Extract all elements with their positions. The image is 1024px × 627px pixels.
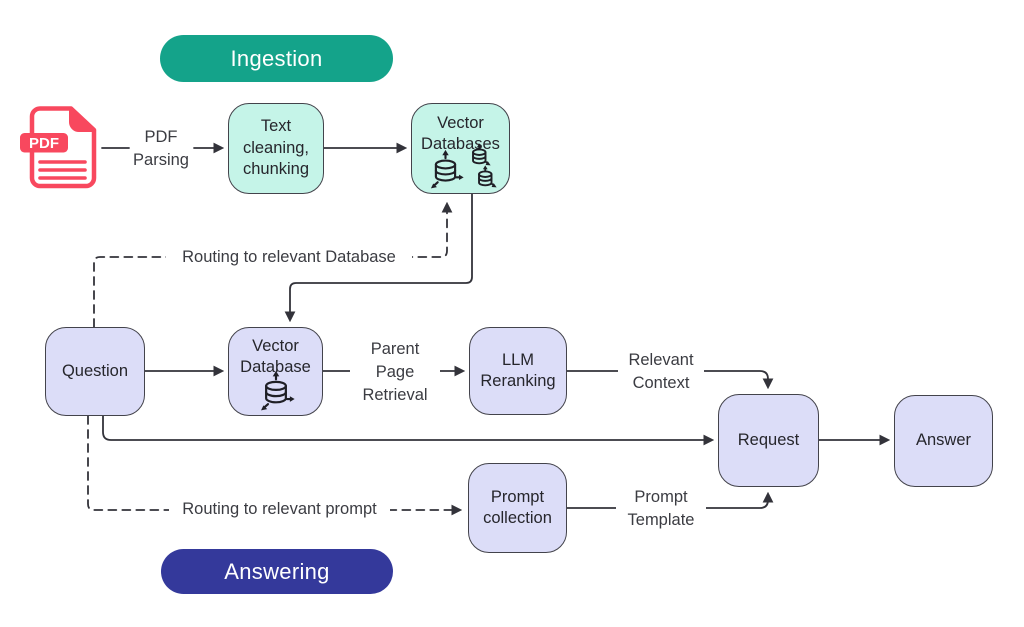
database-small-icon: [475, 165, 497, 190]
node-question-label: Question: [61, 361, 129, 380]
node-llm-reranking-label: LLM Reranking: [480, 350, 556, 390]
node-answer-label: Answer: [915, 431, 972, 450]
node-answer: Answer: [894, 395, 993, 487]
edge-llm-to-request-arrow: [566, 370, 774, 390]
node-prompt-collection-label: Prompt collection: [483, 487, 552, 527]
edge-promptcollection-to-request-arrow: [566, 491, 774, 509]
edge-vectordbs-to-vectordb-arrow: [284, 193, 473, 323]
database-icon: [257, 369, 295, 413]
pdf-badge-text: PDF: [29, 135, 59, 152]
node-vector-database-label: Vector Database: [240, 337, 311, 377]
edge-label-prompt-template: Prompt Template: [616, 486, 706, 532]
ingestion-section-pill: Ingestion: [160, 35, 393, 82]
node-vector-databases: Vector Databases: [411, 103, 510, 194]
node-request: Request: [718, 394, 819, 487]
edge-label-routing-database: Routing to relevant Database: [166, 246, 412, 269]
database-icon: [427, 149, 464, 190]
node-llm-reranking: LLM Reranking: [469, 327, 567, 415]
edge-label-pdf-parsing: PDF Parsing: [133, 128, 189, 169]
node-request-label: Request: [737, 430, 800, 449]
node-text-cleaning-chunking: Text cleaning, chunking: [228, 103, 324, 194]
node-vector-database: Vector Database: [228, 327, 323, 416]
edge-routing-prompt-dashed-arrow: [87, 415, 463, 516]
edge-label-parent-page-retrieval: Parent Page Retrieval: [350, 338, 440, 407]
node-question: Question: [45, 327, 145, 416]
node-prompt-collection: Prompt collection: [468, 463, 567, 553]
edge-label-relevant-context: Relevant Context: [618, 349, 704, 395]
pdf-file-icon: PDF: [19, 106, 97, 191]
edge-label-routing-prompt: Routing to relevant prompt: [169, 498, 390, 521]
answering-section-pill: Answering: [161, 549, 393, 594]
edge-question-to-request-arrow: [102, 415, 715, 446]
node-text-cleaning-chunking-label: Text cleaning, chunking: [242, 117, 310, 179]
